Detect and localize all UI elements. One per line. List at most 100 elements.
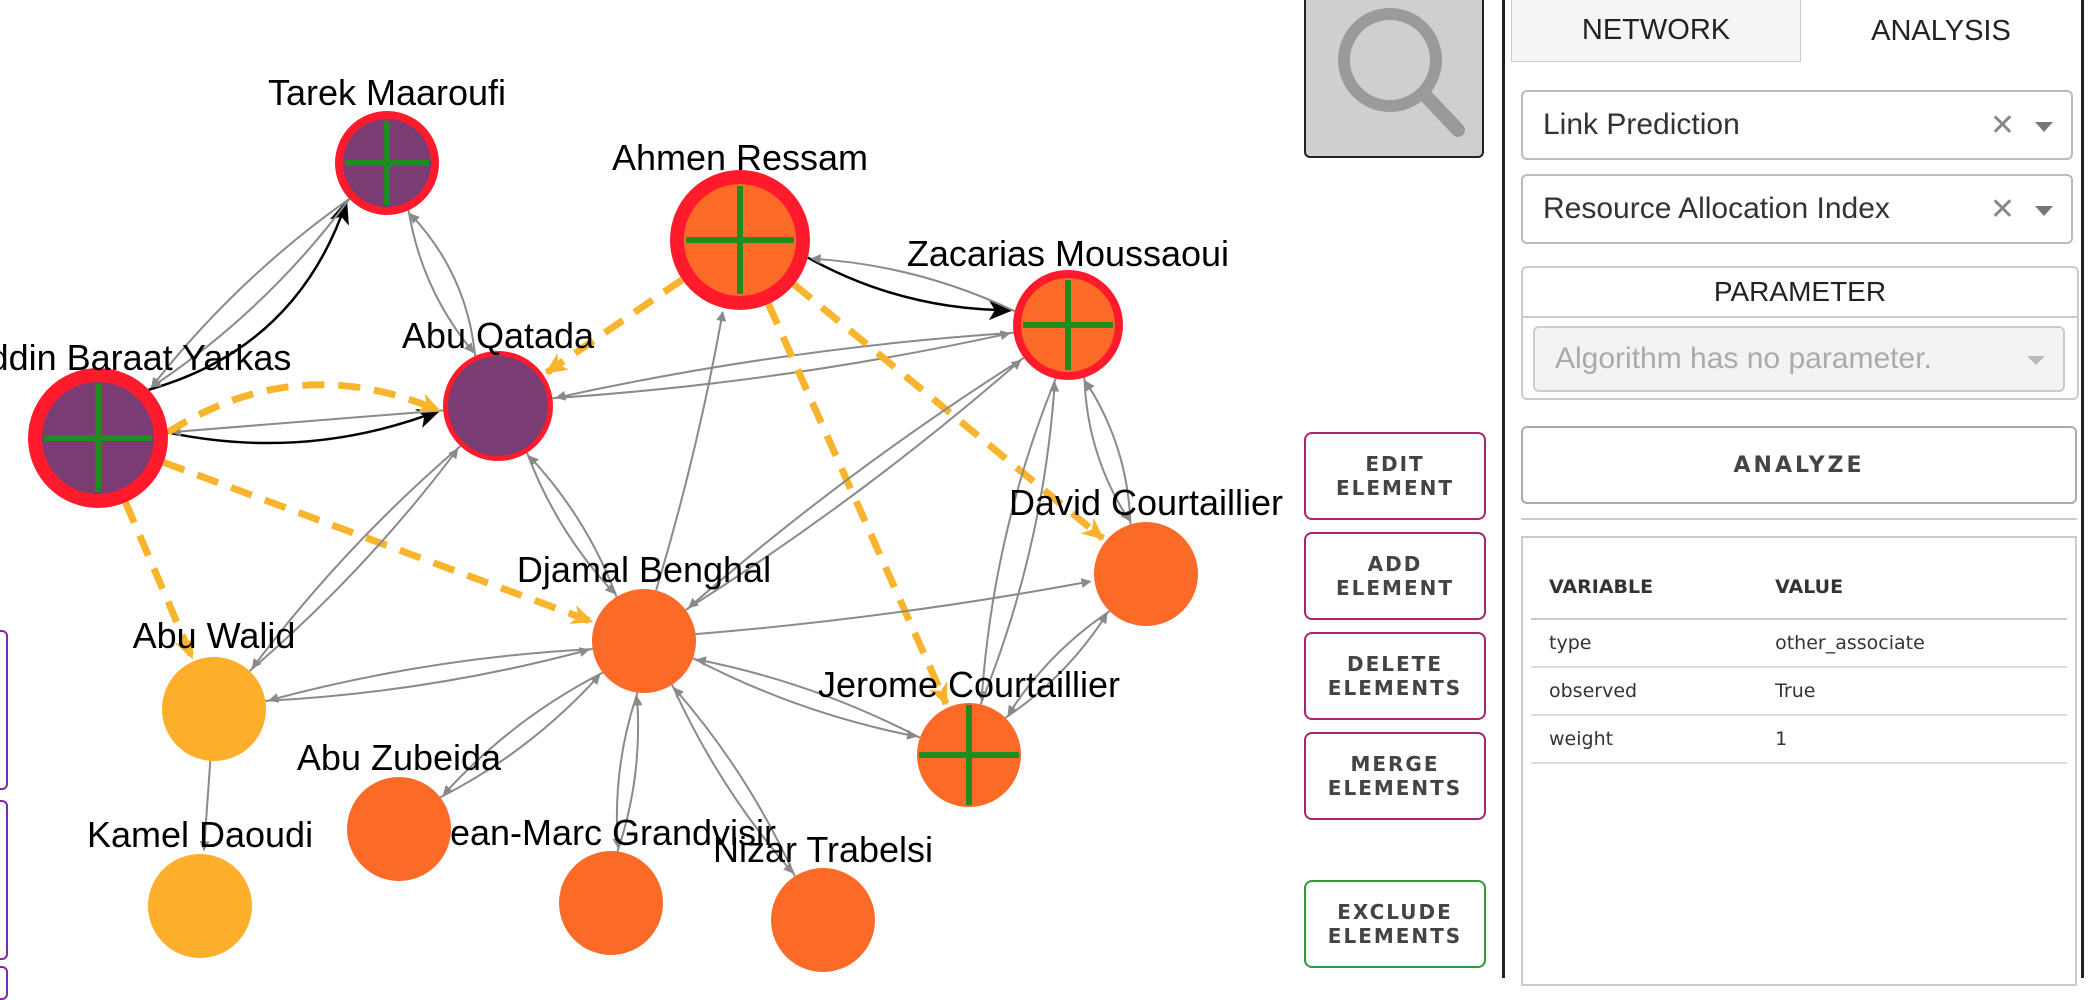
selection-cross-icon	[919, 705, 1019, 805]
table-row: weight 1	[1531, 715, 2067, 764]
graph-edge[interactable]	[407, 210, 475, 354]
graph-edge[interactable]	[150, 198, 350, 388]
predicted-link-edge[interactable]	[765, 302, 950, 706]
graph-node-imad[interactable]: ddin Baraat Yarkas	[0, 337, 291, 508]
graph-node-zacarias[interactable]: Zacarias Moussaoui	[907, 233, 1229, 380]
analysis-type-select[interactable]: Link Prediction ✕	[1521, 90, 2073, 160]
parameter-select[interactable]: Algorithm has no parameter.	[1533, 326, 2065, 392]
selection-cross-icon	[1023, 280, 1113, 370]
exclude-elements-button[interactable]: EXCLUDE ELEMENTS	[1304, 880, 1486, 968]
graph-node-jerome[interactable]: Jerome Courtaillier	[818, 664, 1120, 807]
collapsed-left-panel[interactable]	[0, 630, 8, 790]
algorithm-value: Resource Allocation Index	[1543, 192, 1890, 225]
graph-edge[interactable]	[807, 256, 1013, 321]
graph-node-walid[interactable]: Abu Walid	[133, 615, 296, 761]
node-label: ean-Marc Grandvisir	[450, 812, 776, 853]
predicted-link-edge[interactable]	[791, 281, 1105, 542]
edit-element-button[interactable]: EDIT ELEMENT	[1304, 432, 1486, 520]
predicted-link-edge[interactable]	[122, 500, 196, 660]
delete-elements-button[interactable]: DELETE ELEMENTS	[1304, 632, 1486, 720]
analyze-button[interactable]: ANALYZE	[1521, 426, 2077, 504]
graph-edge[interactable]	[695, 578, 1092, 636]
graph-edge[interactable]	[695, 656, 921, 739]
graph-node-qatada[interactable]: Abu Qatada	[402, 315, 595, 461]
chevron-down-icon[interactable]	[2035, 122, 2053, 132]
exclude-elements-label-line1: EXCLUDE	[1337, 900, 1453, 924]
graph-edge[interactable]	[199, 760, 212, 852]
collapsed-left-panel[interactable]	[0, 966, 8, 1000]
node-label: David Courtaillier	[1009, 482, 1283, 523]
graph-edge[interactable]	[673, 687, 796, 877]
graph-edge[interactable]	[692, 657, 918, 740]
table-cell-value: 1	[1757, 715, 2067, 764]
graph-edge[interactable]	[671, 684, 794, 874]
graph-edge[interactable]	[170, 409, 444, 437]
column-header-variable: VARIABLE	[1531, 556, 1758, 620]
predicted-link-edge[interactable]	[162, 459, 594, 625]
graph-edge[interactable]	[977, 378, 1057, 702]
graph-edge[interactable]	[655, 310, 727, 591]
clear-icon[interactable]: ✕	[1989, 192, 2015, 226]
graph-edge[interactable]	[552, 330, 1011, 400]
edge-layer	[122, 198, 1132, 877]
graph-edge[interactable]	[167, 409, 442, 445]
table-cell-variable: observed	[1531, 667, 1758, 716]
graph-edge[interactable]	[251, 445, 462, 669]
graph-edge[interactable]	[1007, 610, 1111, 716]
add-element-button[interactable]: ADD ELEMENT	[1304, 532, 1486, 620]
tab-analysis[interactable]: ANALYSIS	[1801, 0, 2081, 62]
graph-edge[interactable]	[148, 199, 349, 391]
graph-node-ahmen[interactable]: Ahmen Ressam	[612, 137, 868, 310]
graph-edge[interactable]	[1004, 613, 1108, 719]
graph-edge[interactable]	[150, 198, 351, 388]
graph-edge[interactable]	[616, 695, 643, 852]
graph-edge[interactable]	[265, 647, 590, 702]
graph-edge[interactable]	[528, 455, 618, 598]
predicted-link-edge[interactable]	[544, 276, 685, 376]
graph-edge[interactable]	[612, 692, 639, 849]
graph-edge[interactable]	[1083, 377, 1131, 522]
element-details-table-container: VARIABLE VALUE type other_associate obse…	[1521, 536, 2077, 986]
collapsed-left-panel[interactable]	[0, 800, 8, 960]
graph-node-david[interactable]: David Courtaillier	[1009, 482, 1283, 626]
node-label: Jerome Courtaillier	[818, 664, 1120, 705]
predicted-link-edge[interactable]	[165, 381, 442, 436]
graph-edge[interactable]	[688, 357, 1025, 609]
tab-network[interactable]: NETWORK	[1511, 0, 1801, 62]
table-cell-variable: type	[1531, 619, 1758, 668]
graph-edge[interactable]	[248, 448, 459, 672]
graph-edge[interactable]	[268, 648, 593, 703]
clear-icon[interactable]: ✕	[1989, 108, 2015, 142]
delete-elements-label-line2: ELEMENTS	[1327, 676, 1463, 700]
graph-node-kamel[interactable]: Kamel Daoudi	[87, 814, 313, 958]
algorithm-select[interactable]: Resource Allocation Index ✕	[1521, 174, 2073, 244]
graph-edge[interactable]	[439, 674, 601, 799]
divider	[1521, 518, 2077, 520]
chevron-down-icon[interactable]	[2035, 206, 2053, 216]
graph-edge[interactable]	[685, 359, 1022, 611]
parameter-title: PARAMETER	[1523, 268, 2077, 318]
node-label: Abu Qatada	[402, 315, 595, 356]
graph-node-nizar[interactable]: Nizar Trabelsi	[713, 829, 933, 972]
graph-edge[interactable]	[526, 452, 616, 595]
edit-element-label-line1: EDIT	[1365, 452, 1425, 476]
graph-edge[interactable]	[810, 254, 1016, 313]
search-button[interactable]	[1304, 0, 1484, 158]
add-element-label-line2: ELEMENT	[1335, 576, 1454, 600]
graph-edge[interactable]	[979, 381, 1060, 705]
graph-node-jeanmarc[interactable]: ean-Marc Grandvisir	[450, 812, 776, 955]
graph-edge[interactable]	[409, 213, 477, 357]
graph-node-djamal[interactable]: Djamal Benghal	[517, 549, 771, 693]
graph-edge[interactable]	[1084, 380, 1132, 525]
graph-node-tarek[interactable]: Tarek Maaroufi	[268, 72, 506, 215]
edit-element-label-line2: ELEMENT	[1335, 476, 1454, 500]
node-label: Abu Zubeida	[297, 737, 502, 778]
graph-edge[interactable]	[442, 671, 604, 796]
graph-node-zubeida[interactable]: Abu Zubeida	[297, 737, 502, 881]
table-row: type other_associate	[1531, 619, 2067, 668]
search-icon	[1338, 8, 1465, 137]
merge-elements-button[interactable]: MERGE ELEMENTS	[1304, 732, 1486, 820]
graph-edge[interactable]	[555, 331, 1014, 401]
